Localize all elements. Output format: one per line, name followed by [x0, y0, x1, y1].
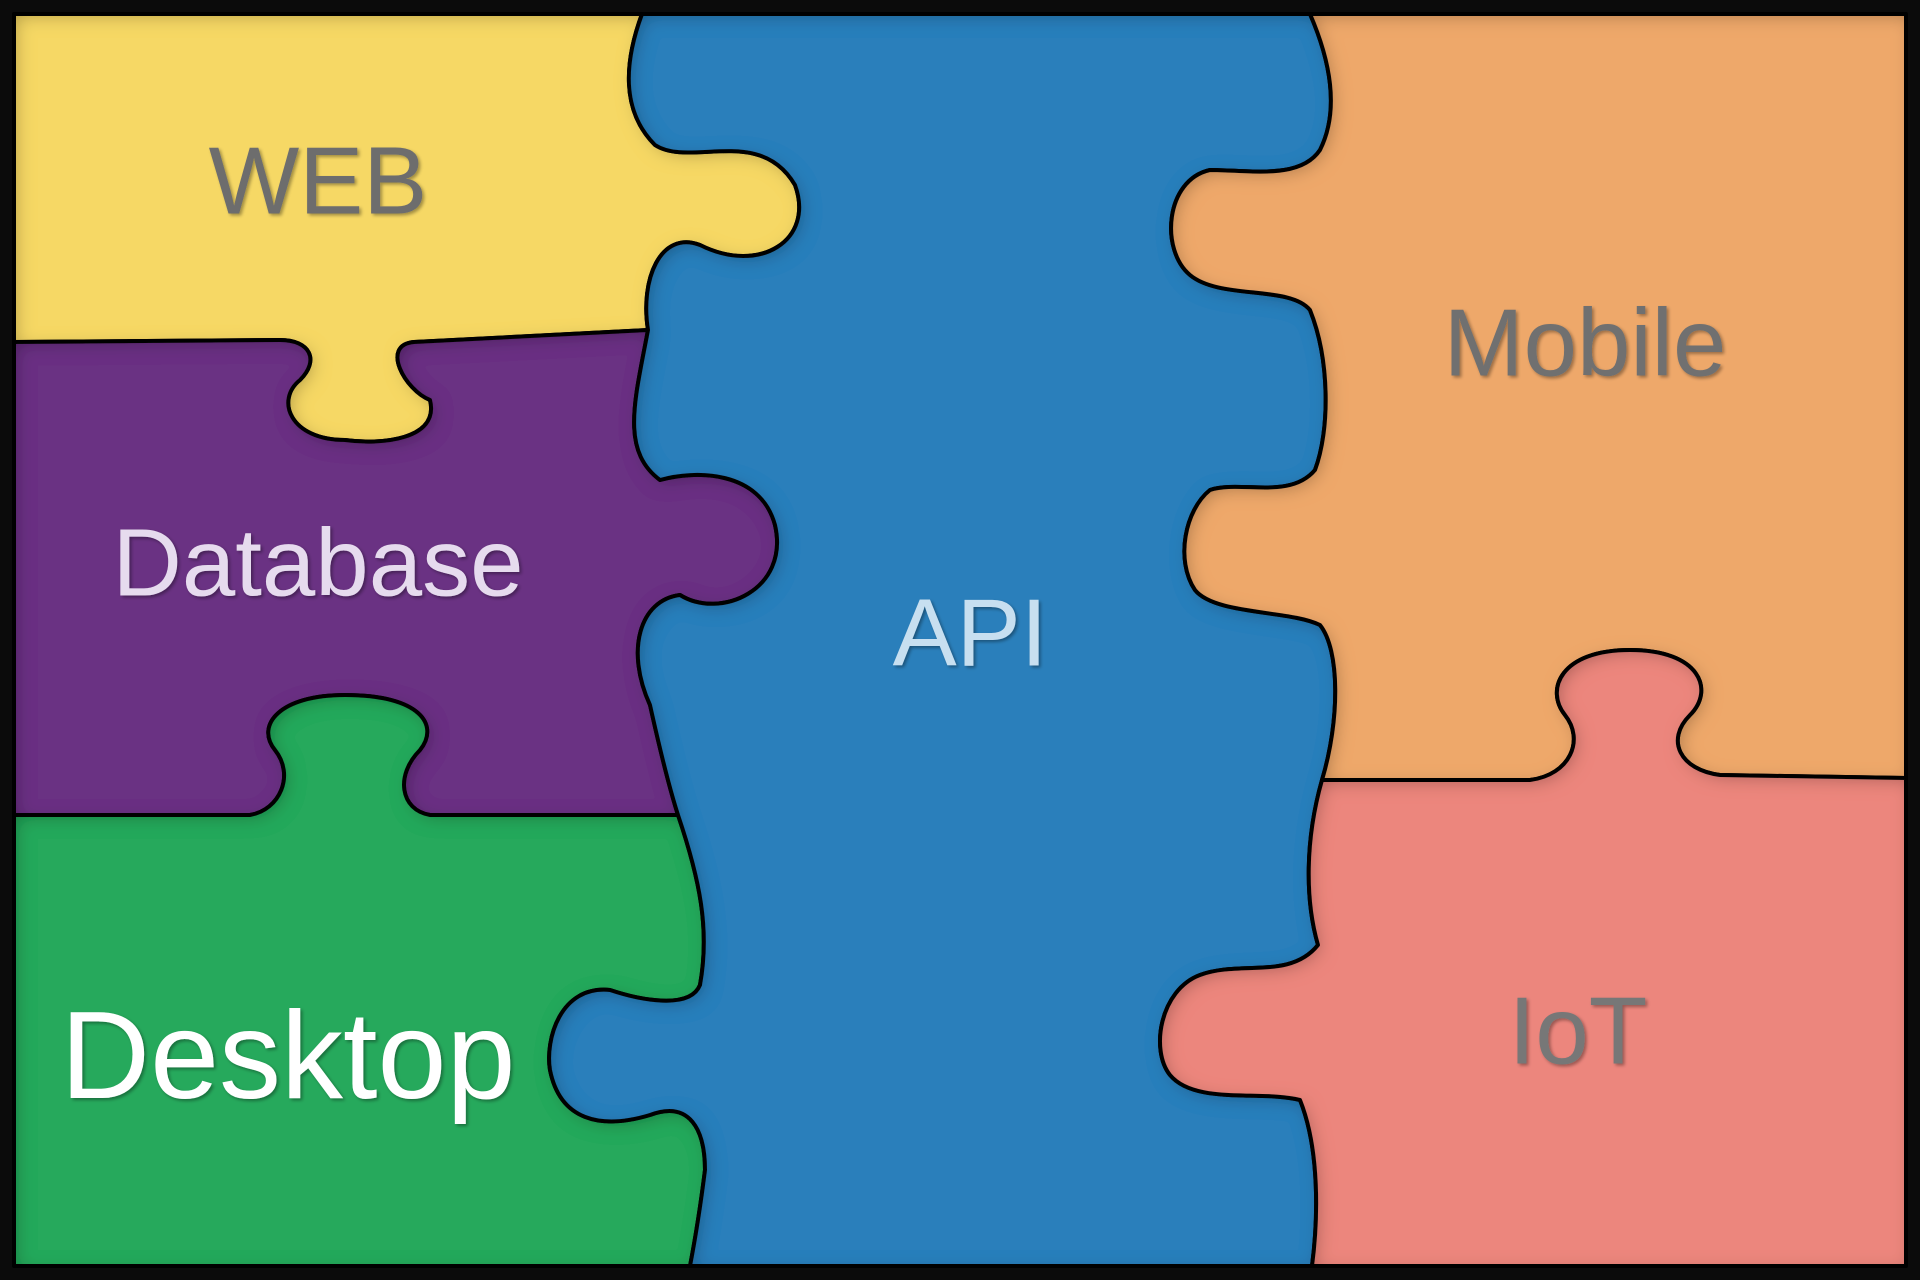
- iot-label: IoT: [1509, 977, 1648, 1084]
- desktop-label: Desktop: [61, 987, 516, 1125]
- web-label: WEB: [209, 127, 428, 234]
- api-label: API: [893, 579, 1048, 686]
- database-label: Database: [113, 509, 524, 616]
- mobile-label: Mobile: [1444, 289, 1727, 396]
- iot-piece: [1158, 648, 1908, 1268]
